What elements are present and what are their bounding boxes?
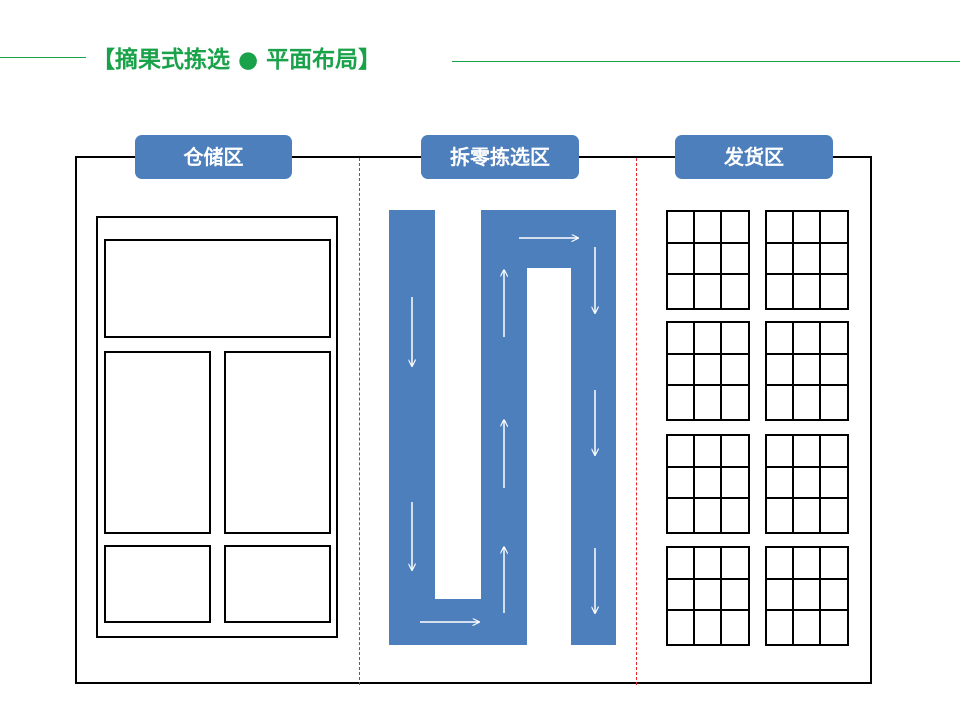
- rack-divider: [767, 466, 847, 468]
- rack-divider: [720, 323, 722, 419]
- rack-divider: [767, 273, 847, 275]
- rack-divider: [767, 384, 847, 386]
- rack-divider: [767, 497, 847, 499]
- rack-divider: [668, 609, 748, 611]
- storage-bay-middle-left: [104, 351, 211, 534]
- rack-divider: [819, 212, 821, 308]
- zone-label-storage: 仓储区: [135, 135, 292, 179]
- rack-divider: [767, 242, 847, 244]
- shipping-rack: [666, 321, 750, 421]
- rack-divider: [819, 323, 821, 419]
- rack-divider: [767, 578, 847, 580]
- rack-divider: [668, 384, 748, 386]
- rack-divider: [720, 212, 722, 308]
- rack-divider: [668, 242, 748, 244]
- shipping-rack: [666, 434, 750, 534]
- rack-divider: [693, 323, 695, 419]
- shipping-rack: [765, 210, 849, 310]
- rack-divider: [792, 323, 794, 419]
- rack-divider: [668, 466, 748, 468]
- rack-divider: [819, 436, 821, 532]
- shipping-rack: [666, 210, 750, 310]
- rack-divider: [792, 212, 794, 308]
- rack-divider: [668, 273, 748, 275]
- storage-bay-bottom-left: [104, 545, 211, 623]
- rack-divider: [668, 578, 748, 580]
- title-line-left: [0, 57, 86, 58]
- storage-bay-bottom-right: [224, 545, 331, 623]
- rack-divider: [693, 212, 695, 308]
- rack-divider: [668, 353, 748, 355]
- rack-divider: [720, 436, 722, 532]
- rack-divider: [819, 548, 821, 644]
- zone-label-picking: 拆零拣选区: [421, 135, 579, 179]
- shipping-rack: [765, 321, 849, 421]
- shipping-rack: [765, 434, 849, 534]
- rack-divider: [720, 548, 722, 644]
- storage-bay-top: [104, 239, 331, 338]
- rack-divider: [792, 548, 794, 644]
- storage-bay-middle-right: [224, 351, 331, 534]
- rack-divider: [693, 548, 695, 644]
- rack-divider: [767, 353, 847, 355]
- zone-divider-right: [636, 158, 637, 685]
- page-title: 【摘果式拣选 ● 平面布局】: [92, 47, 382, 73]
- zone-divider-left: [359, 158, 360, 685]
- rack-divider: [767, 609, 847, 611]
- rack-divider: [792, 436, 794, 532]
- title-line-right: [452, 61, 960, 62]
- shipping-rack: [666, 546, 750, 646]
- zone-label-shipping: 发货区: [675, 135, 833, 179]
- rack-divider: [693, 436, 695, 532]
- rack-divider: [668, 497, 748, 499]
- shipping-rack: [765, 546, 849, 646]
- picking-aisle-path: [389, 210, 616, 645]
